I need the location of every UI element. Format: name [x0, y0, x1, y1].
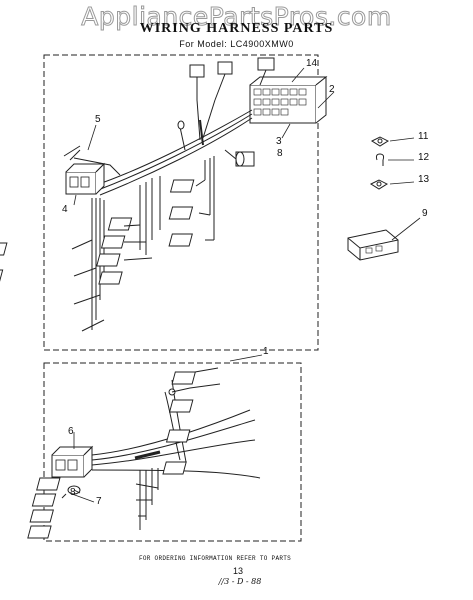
wire-part-5 [63, 145, 121, 176]
callout-6: 6 [68, 426, 74, 437]
callout-2: 2 [329, 84, 335, 95]
callout-9: 9 [422, 208, 428, 219]
callout-1: 1 [263, 346, 269, 357]
main-connector-block [249, 75, 328, 124]
part-13-grommet [369, 179, 389, 190]
callout-11: 11 [418, 131, 429, 142]
connector-part-6 [51, 445, 94, 478]
part-9-connector [347, 229, 399, 261]
callout-12: 12 [418, 152, 430, 163]
top-connector-mid [214, 61, 233, 101]
top-connector-right [257, 57, 275, 86]
page-number: 13 [232, 566, 243, 576]
lower-right-connectors [162, 371, 250, 475]
lower-trunk-wires [91, 379, 261, 530]
callout-8-lower: 8 [70, 487, 76, 498]
model-line: For Model: LC4900XMW0 [179, 39, 294, 49]
callout-5: 5 [95, 114, 101, 125]
page-title: WIRING HARNESS PARTS [139, 21, 334, 36]
upper-right-connectors [168, 179, 214, 247]
callout-14: 14 [306, 58, 318, 69]
component-part-8-upper [224, 149, 255, 167]
lower-harness-frame [43, 362, 302, 542]
handwritten-note: //3 - D - 88 [218, 577, 262, 586]
callout-13: 13 [418, 174, 430, 185]
upper-trunk-wires [95, 99, 253, 196]
callout-7: 7 [96, 496, 102, 507]
callout-4: 4 [62, 204, 68, 215]
ordering-footnote: FOR ORDERING INFORMATION REFER TO PARTS [138, 555, 292, 562]
lower-middle-connectors [27, 477, 159, 539]
connector-part-4 [65, 162, 106, 195]
callout-leaders [71, 67, 421, 503]
callout-8-upper: 8 [277, 148, 283, 159]
top-connector-left [189, 64, 205, 100]
upper-harness-frame [43, 54, 319, 351]
part-12-clip [375, 153, 385, 166]
site-watermark: AppliancePartsPros.com [81, 2, 392, 32]
part-11-grommet [370, 136, 390, 147]
callout-3: 3 [276, 136, 282, 147]
upper-left-connectors [0, 239, 105, 332]
upper-middle-connectors [96, 217, 153, 285]
